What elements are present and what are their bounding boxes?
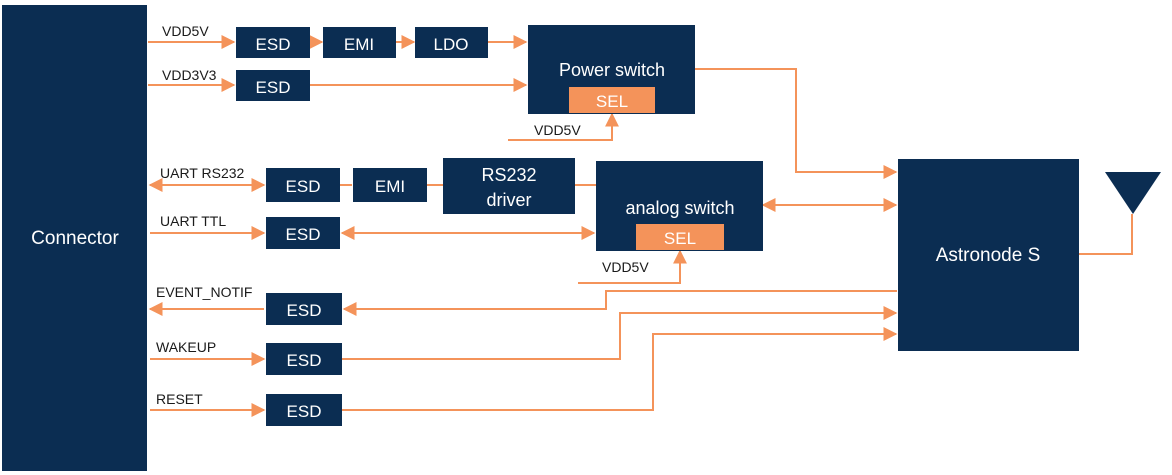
signal-label-uart-rs232: UART RS232 — [160, 165, 245, 181]
esd-block-reset — [266, 394, 342, 426]
analog-switch-sel — [636, 224, 724, 250]
esd-label-wakeup: ESD — [287, 351, 322, 370]
signal-label-vdd5v-analog-sel: VDD5V — [602, 259, 649, 275]
signal-label-event-notif: EVENT_NOTIF — [156, 284, 252, 300]
esd-block-vdd3v3 — [236, 70, 310, 101]
emi-block-power — [323, 27, 396, 58]
esd-label-vdd5v: ESD — [256, 35, 291, 54]
signal-labels: VDD5V VDD3V3 VDD5V UART RS232 UART TTL V… — [156, 23, 649, 407]
esd-label-uart-ttl: ESD — [286, 225, 321, 244]
power-switch-sel — [569, 87, 655, 113]
wire-astronode-to-antenna — [1079, 214, 1133, 255]
antenna-icon — [1105, 172, 1161, 214]
astronode-block — [898, 159, 1079, 351]
emi-label-uart: EMI — [375, 177, 405, 196]
connector-block — [2, 5, 147, 471]
esd-block-wakeup — [266, 343, 342, 375]
signal-label-vdd3v3: VDD3V3 — [162, 67, 217, 83]
ldo-block — [415, 27, 488, 58]
esd-label-vdd3v3: ESD — [256, 78, 291, 97]
rs232-driver-block — [443, 158, 575, 214]
esd-label-uart-rs232: ESD — [286, 177, 321, 196]
signal-label-wakeup: WAKEUP — [156, 339, 216, 355]
signal-label-vdd5v-power-sel: VDD5V — [534, 122, 581, 138]
wires — [148, 35, 1133, 417]
esd-label-reset: ESD — [287, 402, 322, 421]
blocks: Connector ESD EMI LDO ESD Power switch S… — [2, 5, 1161, 471]
esd-block-event-notif — [266, 293, 342, 325]
analog-switch-label: analog switch — [625, 198, 734, 218]
esd-block-vdd5v — [236, 27, 310, 58]
ldo-label: LDO — [434, 35, 469, 54]
esd-block-uart-ttl — [266, 217, 340, 249]
rs232-driver-label-line1: RS232 — [481, 165, 536, 185]
wire-astronode-to-event-esd — [342, 290, 897, 316]
signal-label-vdd5v: VDD5V — [162, 23, 209, 39]
wire-vdd5v-to-analog-sel — [578, 249, 687, 284]
signal-label-uart-ttl: UART TTL — [160, 213, 226, 229]
wire-esd-to-astronode-wakeup — [342, 306, 898, 360]
emi-label-power: EMI — [344, 35, 374, 54]
esd-block-uart-rs232 — [266, 168, 340, 202]
signal-label-reset: RESET — [156, 391, 203, 407]
wire-esd-to-astronode-reset — [342, 327, 898, 411]
connector-label: Connector — [31, 228, 119, 249]
power-switch-sel-label: SEL — [596, 92, 628, 111]
astronode-label: Astronode S — [936, 245, 1041, 266]
esd-label-event-notif: ESD — [287, 301, 322, 320]
power-switch-label: Power switch — [559, 60, 665, 80]
rs232-driver-label-line2: driver — [486, 190, 531, 210]
emi-block-uart — [353, 168, 427, 202]
analog-switch-sel-label: SEL — [664, 229, 696, 248]
wire-power-to-astronode — [695, 68, 898, 179]
wire-vdd5v-to-power-sel — [508, 112, 619, 141]
